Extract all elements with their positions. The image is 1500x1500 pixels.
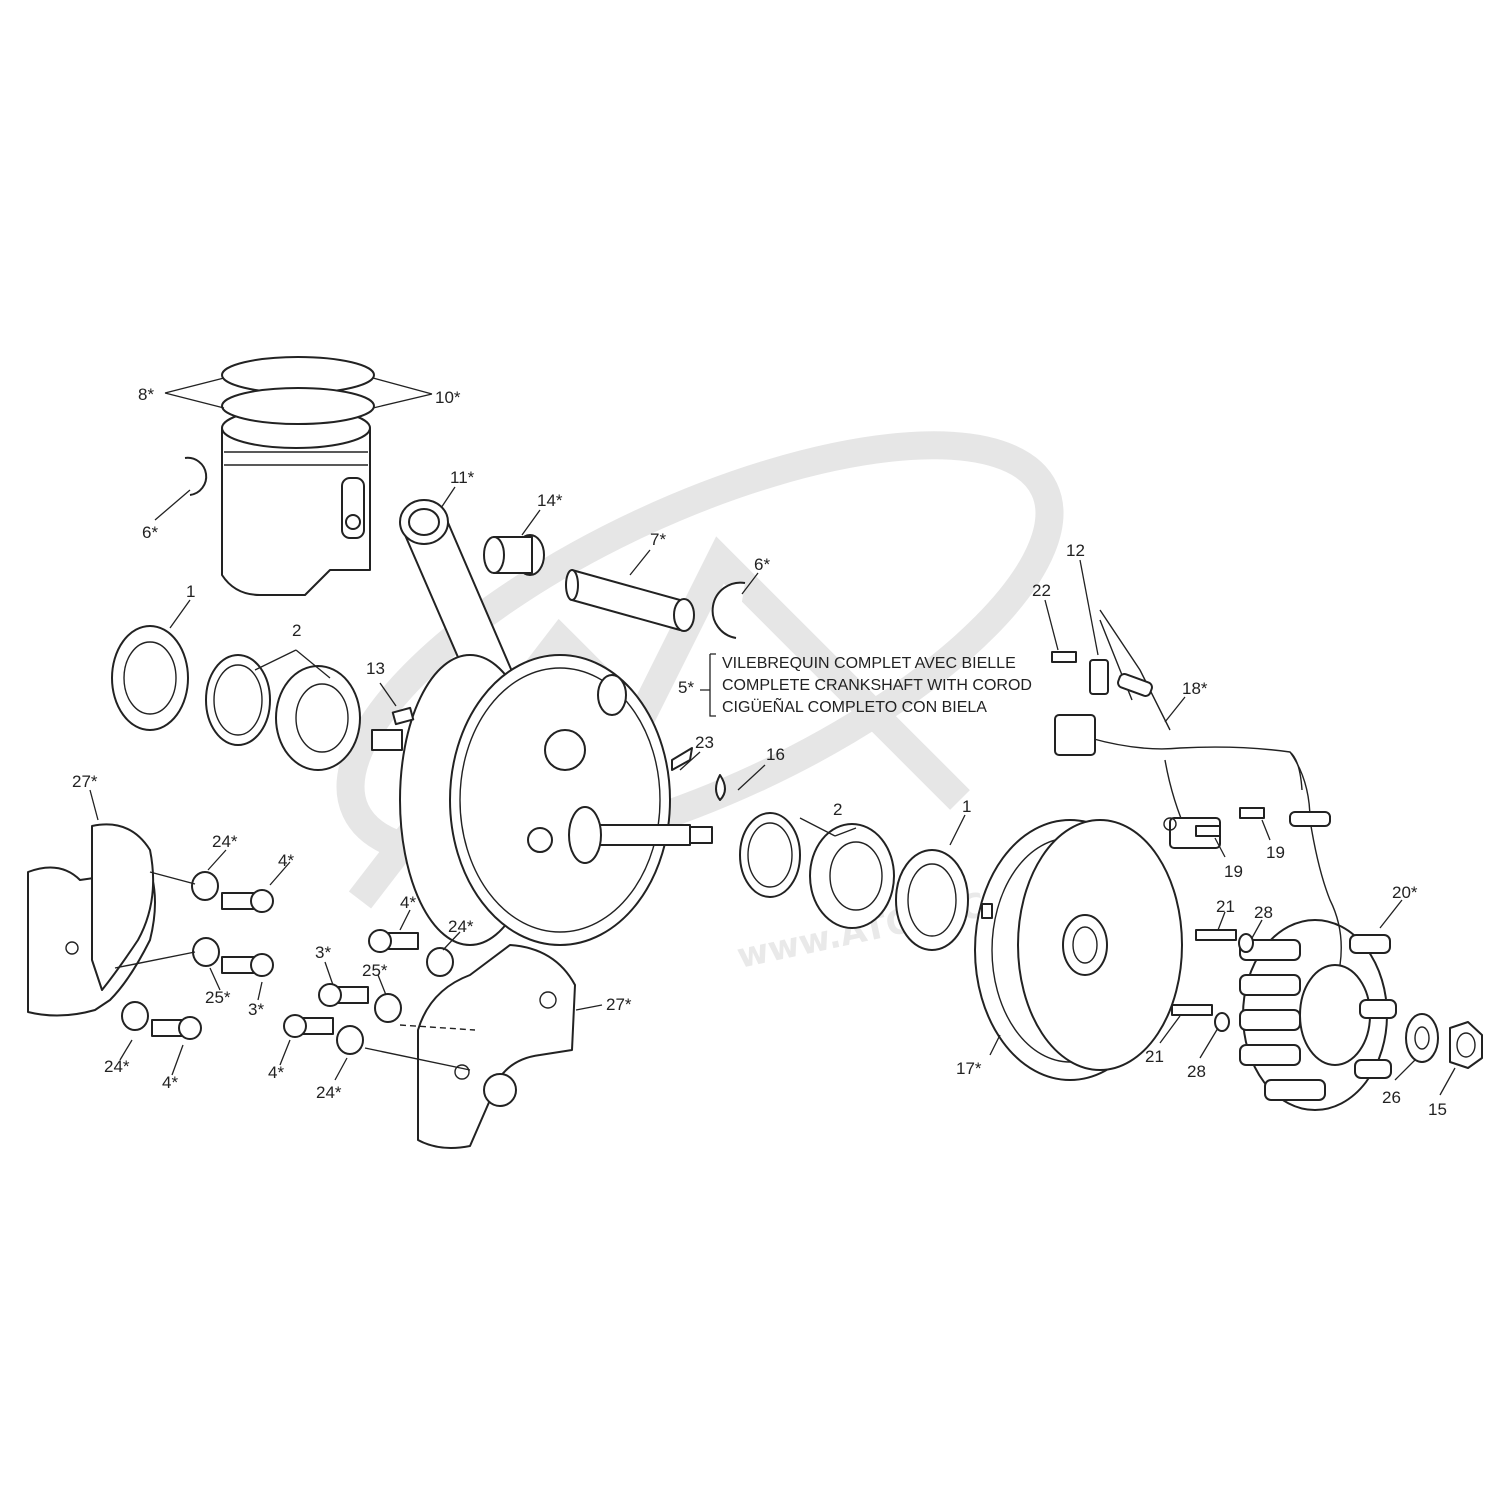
callout-label: 3* <box>315 943 331 962</box>
callout-label: 6* <box>754 555 770 574</box>
note-line-fr: VILEBREQUIN COMPLET AVEC BIELLE <box>722 655 1016 672</box>
roller-bearing-right <box>809 823 895 929</box>
callout-label: 5* <box>678 678 694 697</box>
callout-label: 24* <box>104 1057 130 1076</box>
small-screws <box>1051 651 1265 1032</box>
callout-label: 7* <box>650 530 666 549</box>
callout-label: 25* <box>205 988 231 1007</box>
callout-label: 4* <box>278 851 294 870</box>
callout-label: 21 <box>1145 1047 1164 1066</box>
callout-label: 23 <box>695 733 714 752</box>
note-line-es: CIGÜEÑAL COMPLETO CON BIELA <box>722 696 987 716</box>
callout-label: 28 <box>1254 903 1273 922</box>
washer-and-nut <box>1405 1013 1483 1069</box>
callout-label: 17* <box>956 1059 982 1078</box>
callout-label: 6* <box>142 523 158 542</box>
oil-seal-left <box>111 625 189 731</box>
callout-label: 25* <box>362 961 388 980</box>
callout-labels: 8* 10* 6* 11* 14* 7* 6* 1 2 13 5* 23 16 … <box>72 385 1447 1119</box>
callout-label: 10* <box>435 388 461 407</box>
callout-label: 21 <box>1216 897 1235 916</box>
callout-label: 4* <box>162 1073 178 1092</box>
callout-label: 4* <box>268 1063 284 1082</box>
crankshaft <box>371 654 726 946</box>
counterweight-right <box>417 944 576 1149</box>
callout-label: 28 <box>1187 1062 1206 1081</box>
callout-label: 22 <box>1032 581 1051 600</box>
callout-label: 27* <box>606 995 632 1014</box>
callout-label: 1 <box>962 797 971 816</box>
callout-label: 15 <box>1428 1100 1447 1119</box>
callout-label: 19 <box>1266 843 1285 862</box>
bearing-ring-left <box>205 654 271 746</box>
callout-label: 11* <box>450 468 475 487</box>
callout-label: 1 <box>186 582 195 601</box>
needle-bearing <box>483 534 545 576</box>
assembly-dashed-lines <box>114 871 476 1071</box>
callout-label: 12 <box>1066 541 1085 560</box>
oil-seal-right <box>895 849 969 951</box>
callout-label: 8* <box>138 385 154 404</box>
counterweight-left <box>27 823 156 1017</box>
roller-bearing-left <box>275 665 361 771</box>
circlip-left <box>184 456 208 496</box>
crankshaft-note: VILEBREQUIN COMPLET AVEC BIELLE COMPLETE… <box>722 655 1032 716</box>
screws-and-washers <box>121 871 454 1055</box>
callout-label: 26 <box>1382 1088 1401 1107</box>
callout-label: 2 <box>833 800 842 819</box>
callout-label: 13 <box>366 659 385 678</box>
callout-label: 24* <box>448 917 474 936</box>
callout-label: 20* <box>1392 883 1418 902</box>
callout-label: 2 <box>292 621 301 640</box>
callout-label: 3* <box>248 1000 264 1019</box>
leader-lines <box>89 377 1456 1096</box>
bearing-ring-right <box>739 812 801 898</box>
callout-label: 27* <box>72 772 98 791</box>
piston-rings <box>221 356 375 425</box>
piston <box>221 407 371 596</box>
callout-label: 16 <box>766 745 785 764</box>
callout-label: 14* <box>537 491 563 510</box>
piston-pin <box>565 569 695 632</box>
callout-label: 4* <box>400 893 416 912</box>
circlip-right <box>711 581 746 639</box>
callout-label: 18* <box>1182 679 1208 698</box>
callout-label: 24* <box>212 832 238 851</box>
stator <box>1239 919 1397 1111</box>
note-line-en: COMPLETE CRANKSHAFT WITH COROD <box>722 677 1032 694</box>
callout-label: 19 <box>1224 862 1243 881</box>
callout-label: 24* <box>316 1083 342 1102</box>
flywheel-rotor <box>974 819 1183 1081</box>
